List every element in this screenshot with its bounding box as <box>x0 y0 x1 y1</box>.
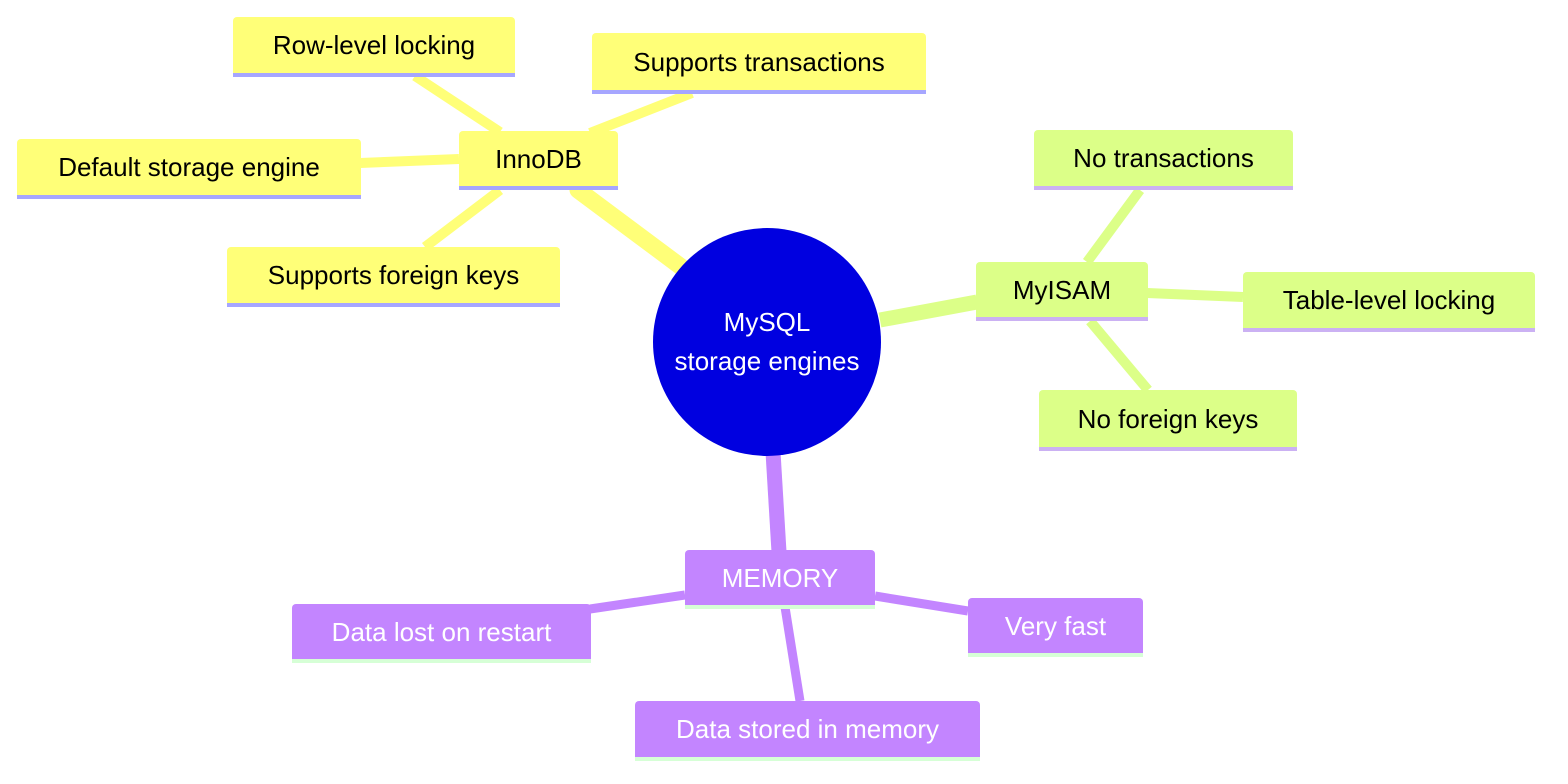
branch-node-innodb: InnoDB <box>459 131 618 190</box>
leaf-node-default-storage-engine: Default storage engine <box>17 139 361 199</box>
leaf-node-very-fast: Very fast <box>968 598 1143 657</box>
leaf-node-table-level-locking: Table-level locking <box>1243 272 1535 332</box>
root-label-line2: storage engines <box>674 346 860 376</box>
root-node: MySQL storage engines <box>653 228 881 456</box>
edge-myisam-no-foreign-keys <box>1086 317 1152 394</box>
edge-myisam-table-level-locking <box>1146 288 1244 302</box>
edge-root-myisam <box>878 294 979 328</box>
root-label-line1: MySQL <box>723 307 811 337</box>
leaf-node-supports-transactions: Supports transactions <box>592 33 926 94</box>
leaf-node-data-stored-in-memory: Data stored in memory <box>635 701 980 761</box>
edge-memory-data-lost-on-restart <box>589 590 686 614</box>
edge-innodb-supports-foreign-keys <box>421 186 504 251</box>
leaf-node-no-foreign-keys: No foreign keys <box>1039 390 1297 451</box>
edge-memory-data-stored-in-memory <box>780 606 805 702</box>
branch-node-myisam: MyISAM <box>976 262 1148 321</box>
leaf-node-supports-foreign-keys: Supports foreign keys <box>227 247 560 307</box>
edge-memory-very-fast <box>874 591 969 616</box>
leaf-node-no-transactions: No transactions <box>1034 130 1293 190</box>
edge-innodb-supports-transactions <box>588 88 694 138</box>
edge-innodb-default-storage-engine <box>359 154 460 168</box>
leaf-node-data-lost-on-restart: Data lost on restart <box>292 604 591 663</box>
edge-root-innodb <box>569 181 697 281</box>
edge-innodb-row-level-locking <box>412 71 503 137</box>
leaf-node-row-level-locking: Row-level locking <box>233 17 515 77</box>
edge-root-memory <box>765 451 787 553</box>
edge-myisam-no-transactions <box>1082 187 1145 265</box>
branch-node-memory: MEMORY <box>685 550 875 609</box>
